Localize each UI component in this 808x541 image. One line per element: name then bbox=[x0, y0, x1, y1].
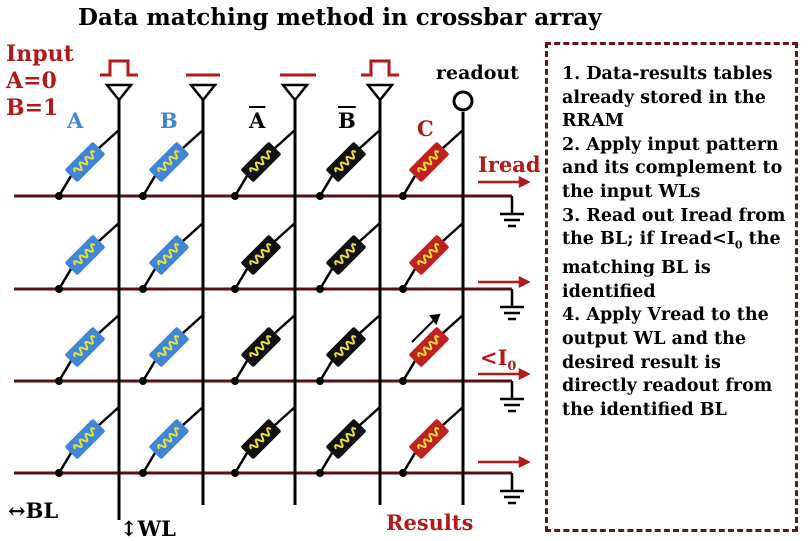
readout-label: readout bbox=[436, 62, 519, 84]
column-label-b-bar: B bbox=[338, 108, 356, 133]
memristor-cell-r4-b-bar bbox=[316, 406, 381, 477]
bl-legend: ↔BL bbox=[8, 498, 59, 523]
driver-b-bar bbox=[365, 83, 395, 103]
step-3-post: the matching BL is identified bbox=[562, 229, 781, 302]
memristor-cell-r2-c bbox=[399, 222, 464, 293]
column-label-a-bar: A bbox=[249, 108, 266, 133]
input-drivers bbox=[104, 83, 395, 103]
wl-legend: ↕WL bbox=[120, 516, 176, 541]
driver-a-bar bbox=[280, 83, 310, 103]
step-1: 1. Data-results tables already stored in… bbox=[562, 64, 773, 132]
threshold-label: <I0 bbox=[480, 345, 516, 374]
pulse-b-bar bbox=[361, 59, 399, 77]
memristor-cell-r2-b bbox=[139, 222, 204, 293]
driver-b bbox=[188, 83, 218, 103]
input-pulses bbox=[100, 59, 399, 77]
input-heading: Input bbox=[6, 41, 74, 67]
step-2: 2. Apply input pattern and its complemen… bbox=[562, 134, 783, 202]
ground-3 bbox=[500, 381, 524, 413]
column-label-b: B bbox=[160, 108, 178, 133]
memristor-cell-r3-a-bar bbox=[231, 314, 296, 385]
memristor-cell-r2-a bbox=[55, 222, 120, 293]
memristor-cell-r1-a-bar bbox=[231, 129, 296, 200]
ground-symbols bbox=[500, 196, 524, 505]
memristor-cell-r3-b bbox=[139, 314, 204, 385]
ground-1 bbox=[500, 196, 524, 228]
results-label: Results bbox=[386, 510, 474, 535]
step-3-sub: 0 bbox=[734, 238, 743, 252]
diagram-title: Data matching method in crossbar array bbox=[78, 4, 602, 31]
memristor-cell-r4-b bbox=[139, 406, 204, 477]
memristor-cell-r2-b-bar bbox=[316, 222, 381, 293]
memristor-cell-r4-a bbox=[55, 406, 120, 477]
ground-4 bbox=[500, 473, 524, 505]
word-lines bbox=[117, 98, 465, 520]
pulse-a bbox=[100, 59, 138, 77]
column-label-a: A bbox=[67, 108, 84, 133]
steps-box: 1. Data-results tables already stored in… bbox=[545, 42, 798, 532]
input-b-value: B=1 bbox=[6, 95, 59, 121]
memristor-cell-r2-a-bar bbox=[231, 222, 296, 293]
driver-a bbox=[104, 83, 134, 103]
memristor-cell-r3-c bbox=[399, 314, 464, 385]
step-3: 3. Read out Iread from the BL; if Iread<… bbox=[562, 205, 789, 305]
column-label-c: C bbox=[417, 116, 434, 141]
step-3-pre: 3. Read out Iread from the BL; if Iread<… bbox=[562, 205, 786, 250]
memristor-cell-r4-c bbox=[399, 406, 464, 477]
memristor-cell-r1-b bbox=[139, 129, 204, 200]
readout-arrow bbox=[411, 313, 441, 343]
bit-lines bbox=[14, 194, 512, 475]
ground-2 bbox=[500, 289, 524, 321]
memristor-cell-r3-a bbox=[55, 314, 120, 385]
input-a-value: A=0 bbox=[6, 68, 57, 94]
threshold-prefix: <I bbox=[480, 345, 508, 370]
current-arrows bbox=[478, 175, 531, 469]
memristor-cell-r1-b-bar bbox=[316, 129, 381, 200]
input-legend: Input A=0 B=1 bbox=[6, 41, 74, 122]
memristor-cell-r3-b-bar bbox=[316, 314, 381, 385]
memristor-cell-r1-a bbox=[55, 129, 120, 200]
step-4: 4. Apply Vread to the output WL and the … bbox=[562, 305, 773, 420]
memristor-cells bbox=[55, 129, 464, 477]
memristor-cell-r4-a-bar bbox=[231, 406, 296, 477]
iread-label: Iread bbox=[478, 152, 541, 177]
memristor-cell-r1-c bbox=[399, 129, 464, 200]
readout-terminal bbox=[452, 90, 474, 112]
threshold-subscript: 0 bbox=[507, 359, 517, 375]
